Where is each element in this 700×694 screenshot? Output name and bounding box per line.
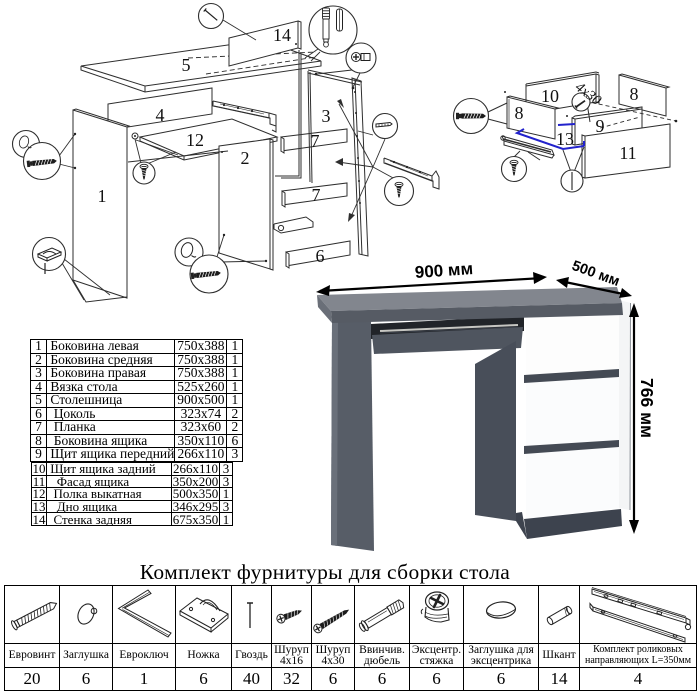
svg-text:766 мм: 766 мм	[637, 378, 657, 438]
svg-text:900 мм: 900 мм	[414, 259, 473, 282]
svg-text:3: 3	[322, 106, 331, 126]
svg-text:4: 4	[156, 105, 165, 125]
svg-text:9: 9	[596, 116, 605, 136]
svg-text:6: 6	[316, 246, 325, 266]
svg-text:11: 11	[619, 143, 636, 163]
svg-text:7: 7	[312, 185, 321, 205]
svg-text:12: 12	[186, 130, 204, 150]
svg-text:8: 8	[630, 84, 639, 104]
svg-text:1: 1	[98, 186, 107, 206]
svg-text:5: 5	[182, 55, 191, 75]
svg-text:8: 8	[515, 103, 524, 123]
svg-text:7: 7	[311, 131, 320, 151]
svg-text:2: 2	[241, 148, 250, 168]
svg-text:10: 10	[541, 86, 559, 106]
svg-text:14: 14	[273, 25, 291, 45]
svg-text:13: 13	[556, 129, 574, 149]
